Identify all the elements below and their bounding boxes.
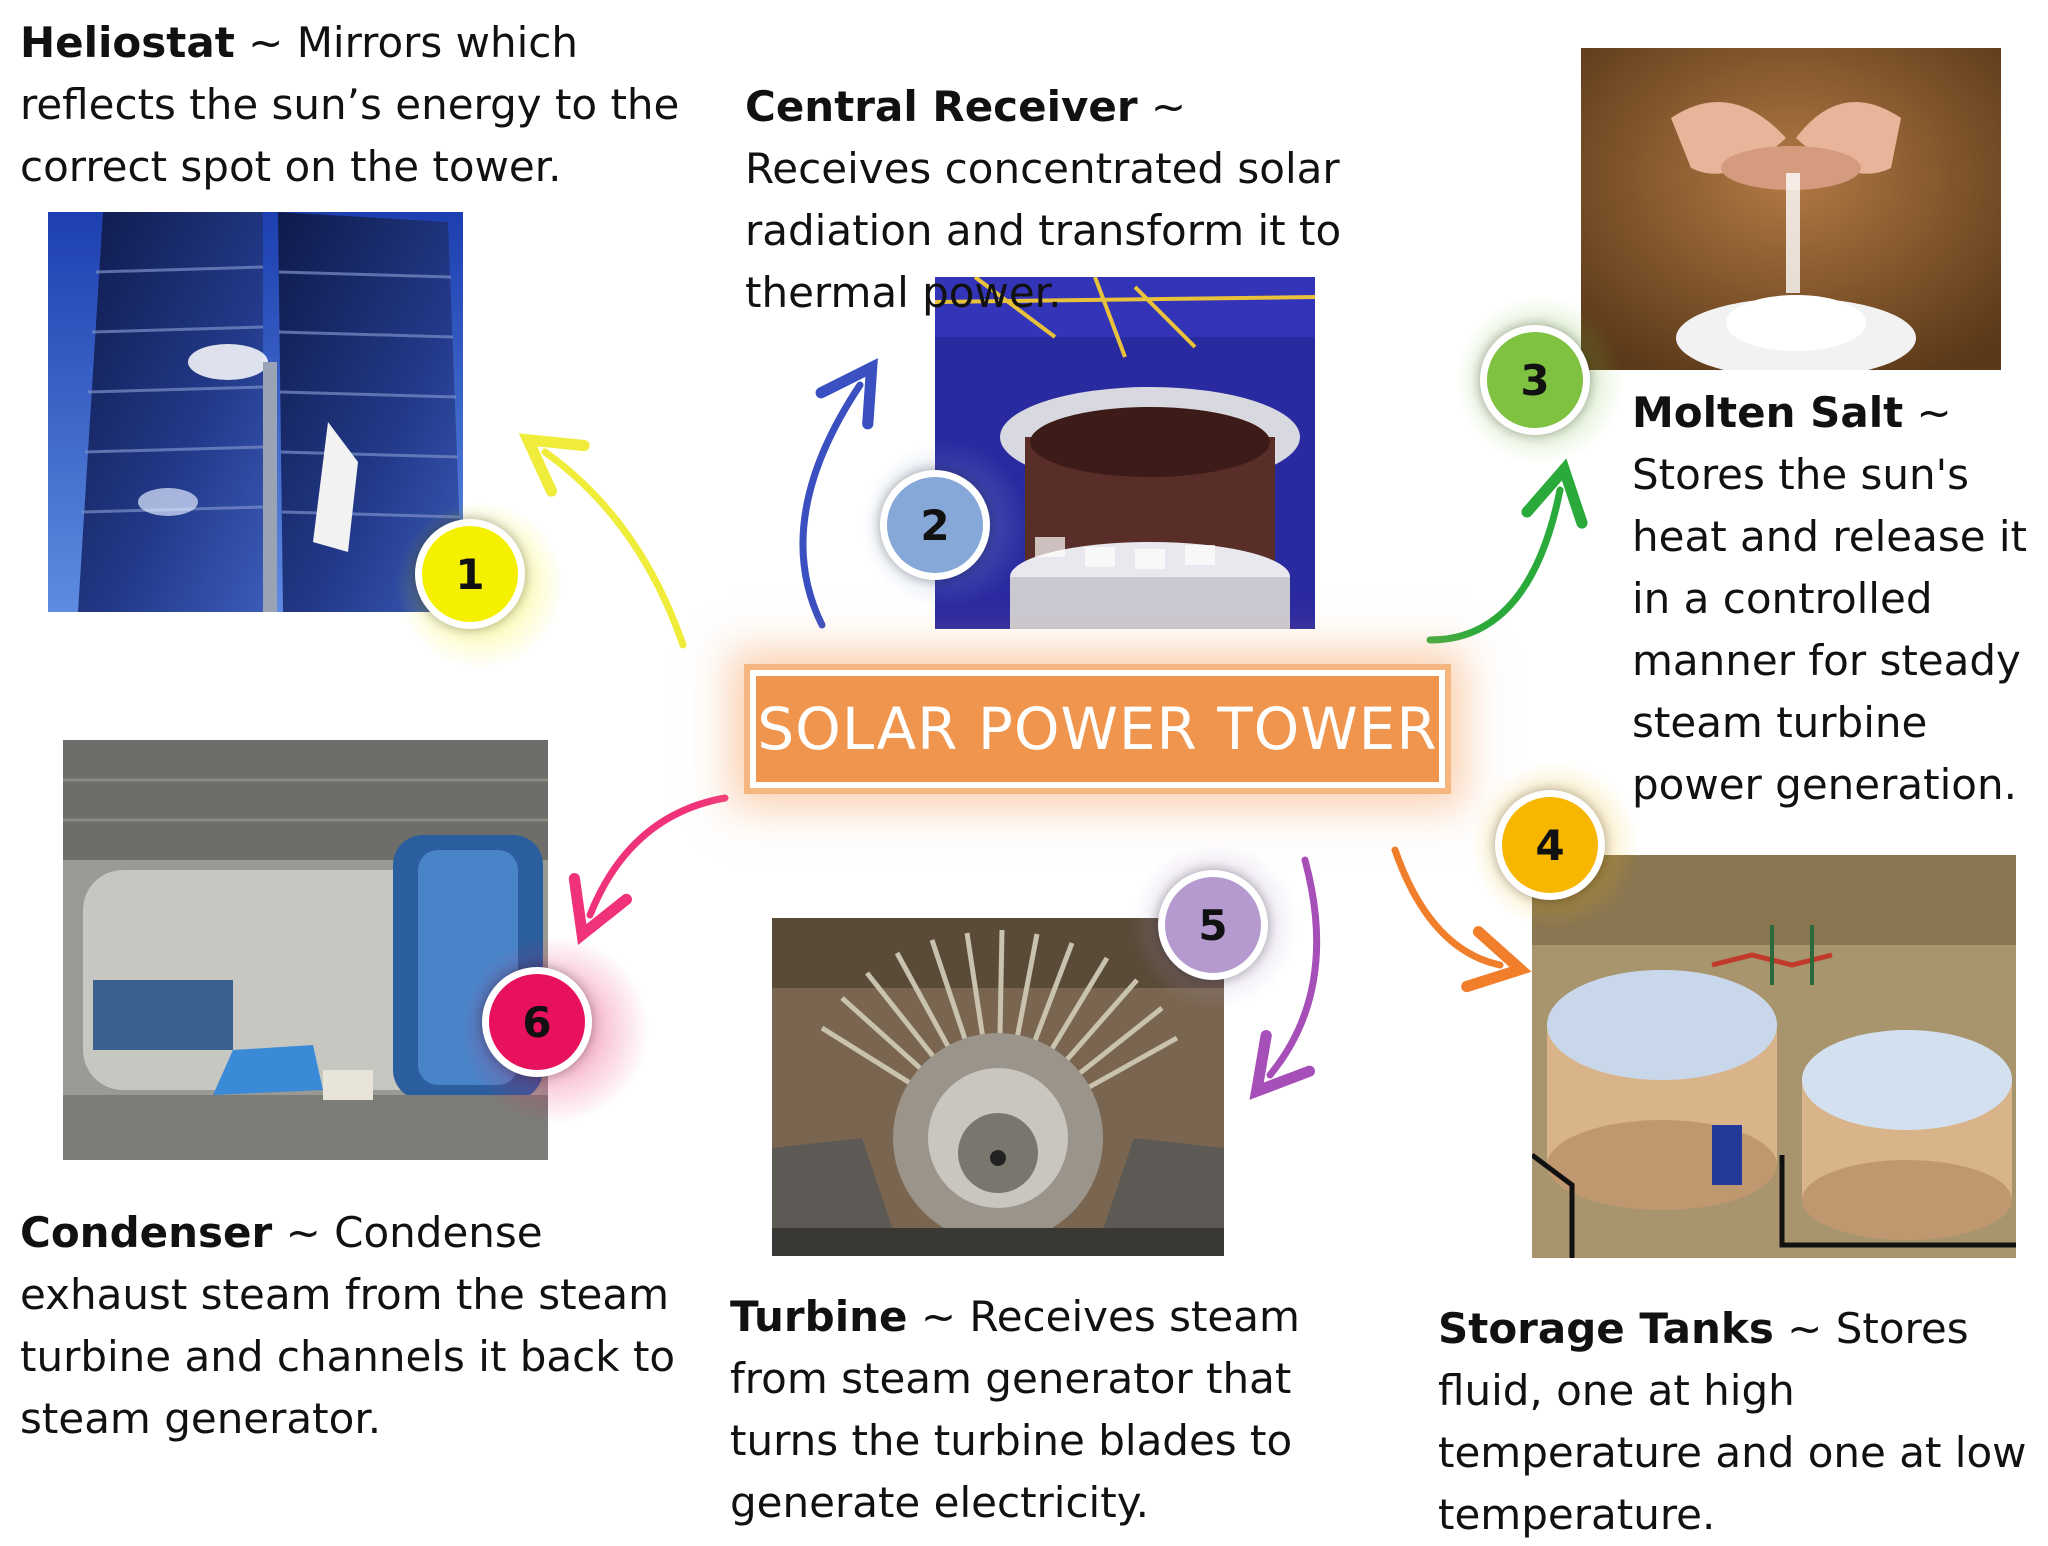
arrow-to-condenser — [568, 794, 729, 945]
heliostat-photo — [48, 212, 463, 612]
step-badge-6: 6 — [482, 967, 592, 1077]
step-badge-3: 3 — [1480, 325, 1590, 435]
storage-tanks-description: Storage Tanks ~ Stores fluid, one at hig… — [1438, 1304, 2027, 1539]
storage-tanks-text: Stores fluid, one at high temperature an… — [1438, 1304, 2027, 1539]
molten-salt-text: Stores the sun's heat and release it in … — [1632, 450, 2028, 809]
turbine-description: Turbine ~ Receives steam from steam gene… — [730, 1292, 1300, 1527]
arrow-to-storage — [1391, 846, 1532, 993]
heliostat-description: Heliostat ~ Mirrors which reflects the s… — [20, 18, 680, 191]
heliostat-term: Heliostat — [20, 18, 235, 67]
molten-salt-term: Molten Salt — [1632, 388, 1904, 437]
turbine-term: Turbine — [730, 1292, 908, 1341]
condenser-term: Condenser — [20, 1208, 273, 1257]
molten-salt-photo — [1581, 48, 2001, 370]
turbine-photo — [772, 918, 1224, 1256]
step-badge-4: 4 — [1495, 790, 1605, 900]
arrow-to-heliostat — [518, 433, 687, 649]
condenser-text: Condense exhaust steam from the steam tu… — [20, 1208, 676, 1443]
arrow-to-turbine — [1249, 856, 1321, 1100]
step-badge-1: 1 — [415, 519, 525, 629]
condenser-description: Condenser ~ Condense exhaust steam from … — [20, 1208, 676, 1443]
center-title-box: SOLAR POWER TOWER — [750, 670, 1445, 788]
storage-tanks-photo — [1532, 855, 2016, 1258]
center-title: SOLAR POWER TOWER — [757, 695, 1438, 763]
central-receiver-photo — [935, 277, 1315, 629]
molten-salt-description: Molten Salt ~ Stores the sun's heat and … — [1632, 388, 2028, 809]
arrow-to-molten-salt — [1426, 458, 1588, 644]
step-badge-5: 5 — [1158, 870, 1268, 980]
turbine-text: Receives steam from steam generator that… — [730, 1292, 1300, 1527]
storage-tanks-term: Storage Tanks — [1438, 1304, 1774, 1353]
central-receiver-description: Central Receiver ~ Receives concentrated… — [745, 82, 1342, 317]
step-badge-2: 2 — [880, 470, 990, 580]
central-receiver-text: Receives concentrated solar radiation an… — [745, 144, 1342, 317]
central-receiver-term: Central Receiver — [745, 82, 1138, 131]
heliostat-text: Mirrors which reflects the sun’s energy … — [20, 18, 680, 191]
arrow-to-receiver — [799, 358, 878, 629]
